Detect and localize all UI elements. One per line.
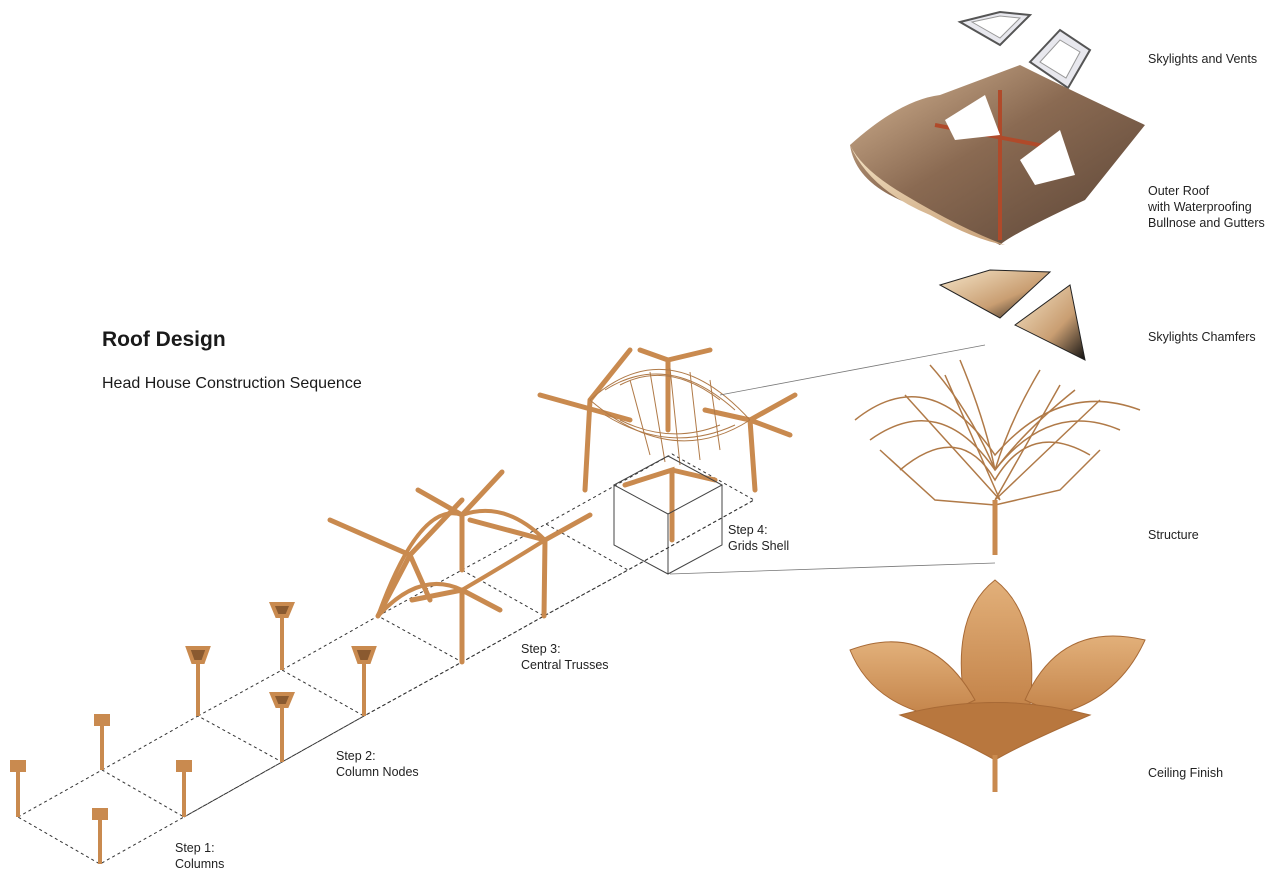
- step-4-label: Step 4: Grids Shell: [728, 522, 789, 554]
- step-4-name: Grids Shell: [728, 539, 790, 553]
- step4-grid-shell: [537, 344, 996, 575]
- step-3-label: Step 3: Central Trusses: [521, 641, 609, 673]
- column-node: [351, 646, 377, 716]
- skylights-and-vents-layer: [957, 10, 1092, 90]
- diagram-subtitle: Head House Construction Sequence: [102, 375, 362, 392]
- step-4-number: Step 4:: [728, 523, 768, 537]
- step-2-name: Column Nodes: [336, 765, 419, 779]
- step-2-label: Step 2: Column Nodes: [336, 748, 419, 780]
- step1-columns: [10, 714, 192, 864]
- ceiling-finish-layer: [849, 579, 1146, 792]
- layer-label-line: Skylights Chamfers: [1148, 330, 1256, 344]
- layer-label-line: Bullnose and Gutters: [1148, 216, 1265, 230]
- layer-label-line: Outer Roof: [1148, 184, 1210, 198]
- step-1-number: Step 1:: [175, 841, 215, 855]
- layer-label-structure: Structure: [1148, 527, 1199, 543]
- bay-cube: [612, 455, 724, 575]
- layer-label-line: Ceiling Finish: [1148, 766, 1224, 780]
- column-node: [269, 602, 295, 670]
- column: [176, 760, 192, 817]
- layer-label-outer-roof: Outer Roof with Waterproofing Bullnose a…: [1148, 183, 1265, 231]
- layer-label-skylights-chamfers: Skylights Chamfers: [1148, 329, 1256, 345]
- ground-grid: [16, 453, 756, 865]
- layer-label-line: Skylights and Vents: [1148, 52, 1258, 66]
- outer-roof-layer: [850, 65, 1145, 245]
- layer-label-line: with Waterproofing: [1148, 200, 1252, 214]
- column-node: [185, 646, 211, 716]
- step3-central-trusses: [327, 469, 593, 665]
- column: [10, 760, 26, 817]
- diagram-title: Roof Design: [102, 328, 226, 351]
- column: [92, 808, 108, 864]
- layer-label-ceiling-finish: Ceiling Finish: [1148, 765, 1223, 781]
- step2-column-nodes: [185, 602, 377, 762]
- step-1-name: Columns: [175, 857, 225, 871]
- step-3-number: Step 3:: [521, 642, 561, 656]
- structure-layer: [854, 359, 1141, 555]
- layer-label-skylights-vents: Skylights and Vents: [1148, 51, 1257, 67]
- step-1-label: Step 1: Columns: [175, 840, 224, 872]
- layer-label-line: Structure: [1148, 528, 1199, 542]
- column-node: [269, 692, 295, 762]
- skylights-chamfers-layer: [938, 269, 1086, 361]
- step-2-number: Step 2:: [336, 749, 376, 763]
- step-3-name: Central Trusses: [521, 658, 609, 672]
- column: [94, 714, 110, 770]
